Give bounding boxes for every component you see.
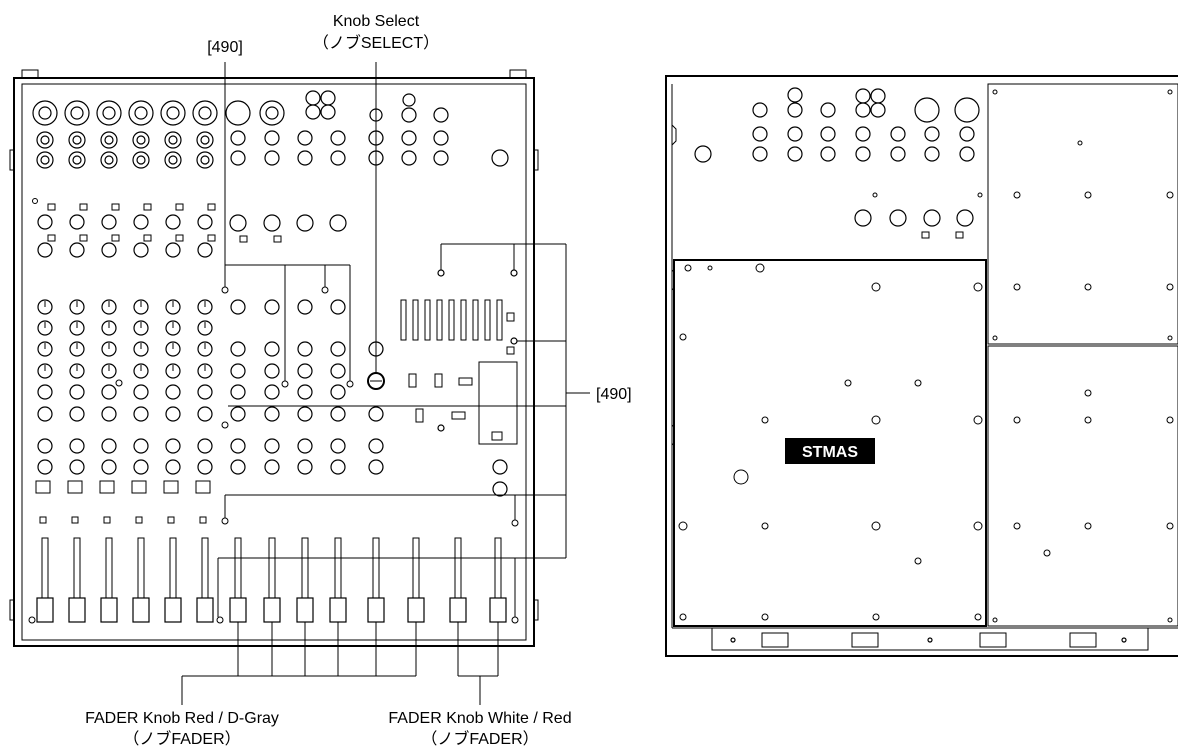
chassis: STMAS [665,75,1178,657]
fader-white-red-title: FADER Knob White / Red [388,710,571,727]
fader-red-dgray-title: FADER Knob Red / D-Gray [85,710,279,727]
top-panel [9,69,539,647]
xlr-inputs [32,100,218,126]
stmas-badge: STMAS [785,438,875,464]
jack-inputs [36,131,214,169]
stmas-badge-label: STMAS [802,444,858,461]
stereo-channel-knobs [230,299,508,497]
ref-490-top: [490] [207,39,243,56]
leader-lines [181,62,590,705]
gain-knobs [37,203,216,258]
stereo-jacks [225,90,509,243]
master-section [400,269,518,445]
knob-select-subtitle: （ノブSELECT） [313,33,439,52]
faders-mono [36,537,214,623]
callout-labels: Knob Select （ノブSELECT） [490] [490] FADER… [85,13,632,748]
ref-490-right: [490] [596,386,632,403]
faders-white-red [449,537,507,623]
knob-select-part [367,372,385,390]
knob-select-title: Knob Select [333,13,420,30]
fader-white-red-subtitle: （ノブFADER） [421,729,538,748]
panel-screws [28,198,519,624]
channel-knob-matrix [35,299,213,524]
fader-red-dgray-subtitle: （ノブFADER） [123,729,240,748]
